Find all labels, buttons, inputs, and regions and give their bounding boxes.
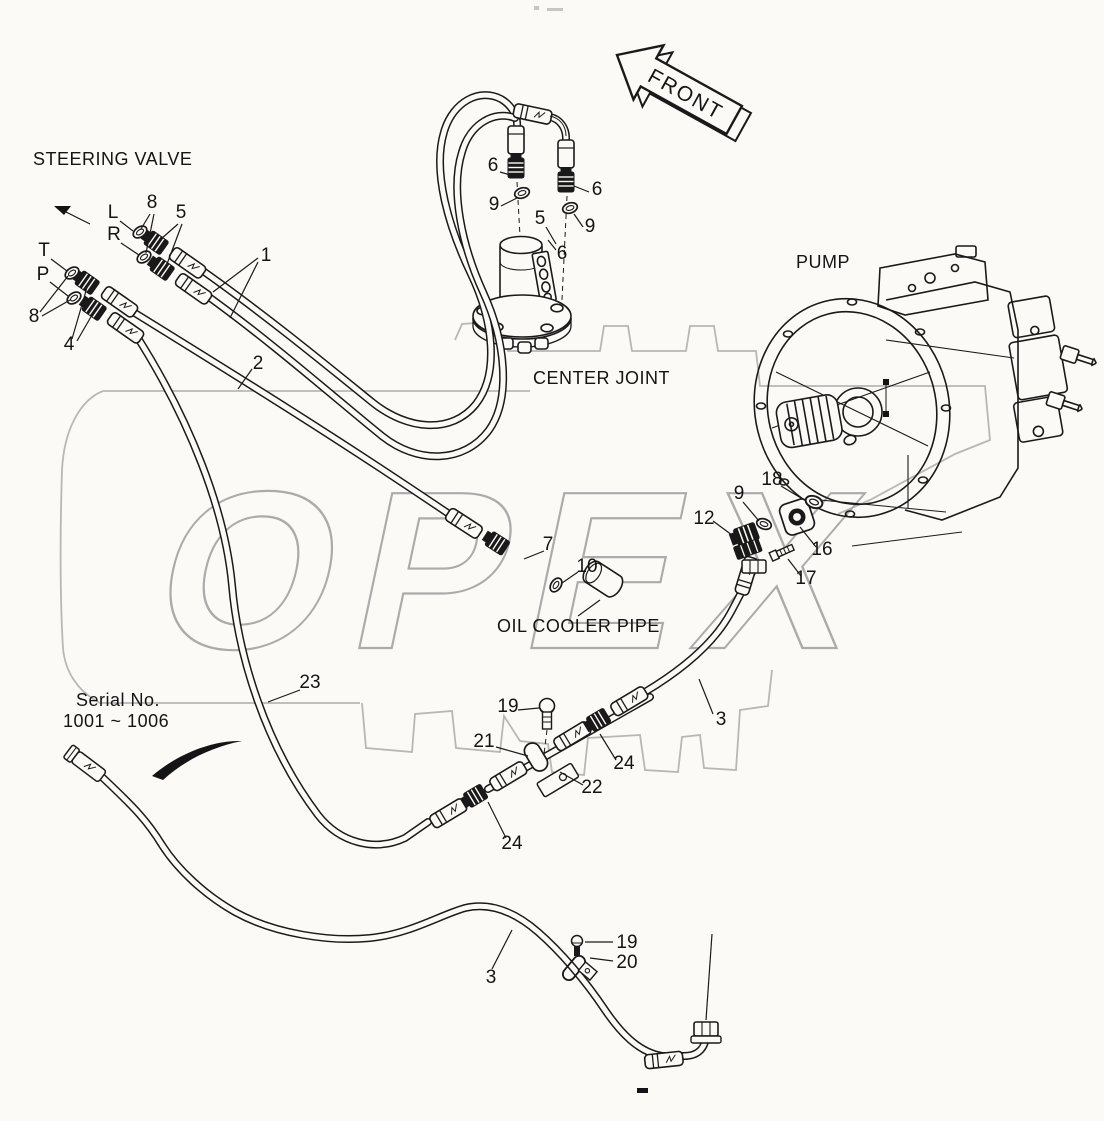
steering-valve-label: STEERING VALVE — [33, 149, 192, 169]
callout-24a: 24 — [613, 753, 635, 774]
oil-cooler-pipe-label: OIL COOLER PIPE — [497, 616, 660, 636]
hoses-1-to-center-joint — [192, 91, 570, 461]
hose-fittings — [62, 102, 826, 1070]
watermark-text: OPEX — [137, 445, 904, 696]
hose-3-bottom — [98, 773, 710, 1060]
callout-port-P: P — [37, 264, 50, 285]
callout-24b: 24 — [501, 833, 523, 854]
callout-19b: 19 — [616, 932, 637, 953]
pump-drawing — [753, 245, 1097, 547]
callout-19a: 19 — [497, 696, 518, 717]
pump-label: PUMP — [796, 252, 850, 272]
watermark: OPEX — [136, 444, 905, 697]
callout-6b: 6 — [592, 179, 603, 200]
callout-port-T: T — [38, 240, 50, 261]
machine-outline-silhouette — [59, 320, 991, 776]
callout-6a: 6 — [488, 155, 499, 176]
callout-5b: 5 — [535, 208, 546, 229]
front-direction-arrow: FRONT — [615, 43, 753, 143]
callout-3b: 3 — [486, 967, 497, 988]
callout-port-R: R — [107, 224, 121, 245]
callout-23: 23 — [299, 672, 320, 693]
callout-4: 4 — [64, 334, 75, 355]
hose-23-return-line — [132, 331, 432, 849]
serial-no-label-line1: Serial No. — [76, 690, 160, 710]
callout-12: 12 — [693, 508, 714, 529]
section-labels: STEERING VALVE PUMP CENTER JOINT OIL COO… — [33, 149, 850, 731]
callout-17: 17 — [795, 568, 816, 589]
callout-9a: 9 — [489, 194, 500, 215]
callout-leader-lines — [39, 171, 817, 1021]
part-callouts: 8 L 5 R T P 8 4 1 2 6 9 5 6 9 6 12 9 18 … — [29, 155, 833, 988]
callout-3a: 3 — [716, 709, 727, 730]
callout-8b: 8 — [29, 306, 40, 327]
callout-21: 21 — [473, 731, 494, 752]
center-joint-label: CENTER JOINT — [533, 368, 670, 388]
hose-2-steering-to-cooler — [126, 306, 456, 520]
callout-22: 22 — [581, 777, 602, 798]
callout-2: 2 — [253, 353, 264, 374]
callout-10: 10 — [576, 556, 597, 577]
direction-pointer-arrow — [54, 206, 91, 225]
serial-no-label-line2: 1001 ~ 1006 — [63, 711, 169, 731]
callout-9c: 9 — [734, 483, 745, 504]
callout-5a: 5 — [176, 202, 187, 223]
callout-1: 1 — [261, 245, 272, 266]
clamps-and-bolts — [523, 697, 599, 982]
callout-16: 16 — [811, 539, 832, 560]
callout-9b: 9 — [585, 216, 596, 237]
callout-6c: 6 — [557, 243, 568, 264]
callout-port-L: L — [108, 202, 119, 223]
callout-20: 20 — [616, 952, 637, 973]
callout-7: 7 — [543, 534, 554, 555]
swoosh-mark — [152, 740, 242, 780]
artifact-marks — [534, 6, 648, 1093]
callout-18: 18 — [761, 469, 782, 490]
callout-8a: 8 — [147, 192, 158, 213]
